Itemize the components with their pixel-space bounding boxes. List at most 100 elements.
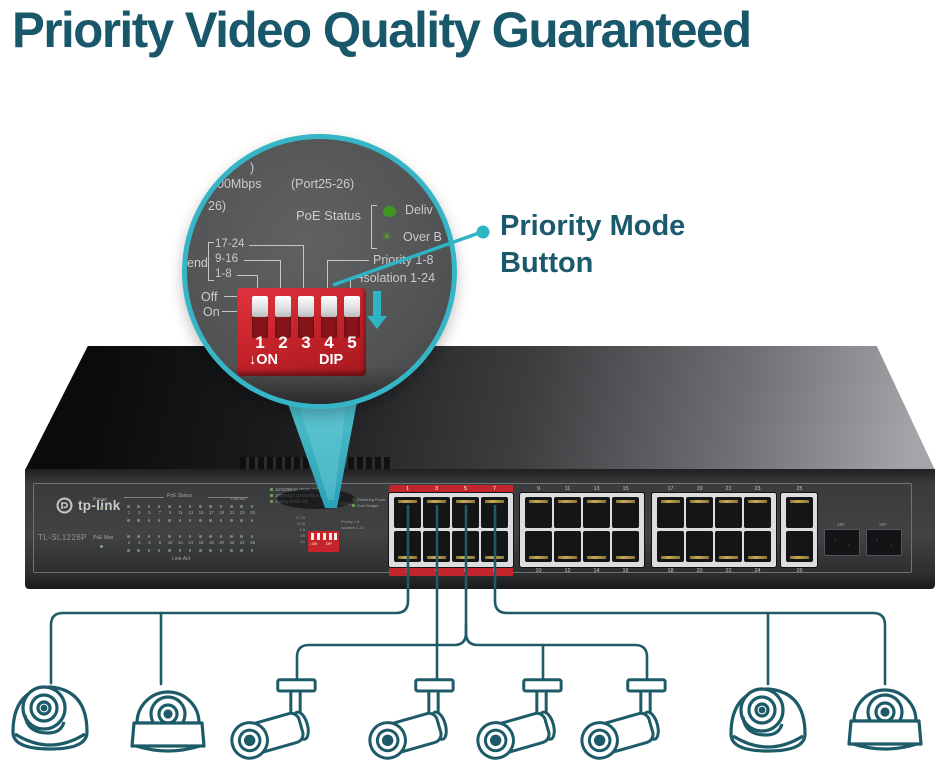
dip-lever-5: [344, 296, 360, 317]
mg-poe-status: PoE Status: [296, 208, 362, 223]
dip-label: DIP: [319, 352, 344, 368]
tplink-logo: tp-link: [56, 497, 121, 514]
rj45-port: [786, 531, 813, 562]
dip-slot-1: [252, 296, 268, 338]
mg-range-bracket: [208, 242, 214, 281]
rj45-port: [481, 531, 508, 562]
over-budget-led-icon: ☀: [381, 229, 393, 244]
rj45-port: [686, 531, 713, 562]
rj45-port: [394, 497, 421, 528]
dip-lever-3: [298, 296, 314, 317]
rj45-port: [525, 497, 552, 528]
model-label: TL-SL1226P: [38, 533, 87, 542]
sfp-label: 26F: [879, 522, 887, 527]
mg-partial: ): [250, 161, 255, 175]
rj45-port: [583, 531, 610, 562]
mg-partial-mbps: 00Mbps: [217, 177, 262, 191]
dip-slot-2: [275, 296, 291, 338]
rj45-port: [715, 497, 742, 528]
dip-slot-5: [344, 296, 360, 338]
mg-on: On: [203, 305, 220, 319]
port-number: 9: [536, 486, 541, 492]
rj45-port: [423, 497, 450, 528]
magnifier-shadow: [277, 489, 355, 509]
rj45-port: [583, 497, 610, 528]
dip-lever-2: [275, 296, 291, 317]
port-number: 4: [434, 568, 439, 574]
mg-off: Off: [201, 290, 218, 304]
rj45-port: [612, 497, 639, 528]
rj45-port: [715, 531, 742, 562]
sfp-slot-26F: [866, 529, 902, 556]
mg-led-bracket: [371, 205, 377, 249]
port-plate: [520, 493, 644, 567]
priority-banner: [389, 485, 513, 494]
rj45-port: [481, 497, 508, 528]
port-number: 18: [667, 568, 674, 574]
switch-top-face: [25, 346, 935, 470]
bullet-camera-icon: [476, 678, 563, 760]
port-number: 10: [535, 568, 542, 574]
port-number: 23: [754, 486, 761, 492]
port-number: 17: [667, 486, 674, 492]
magnifier-circle: ) 00Mbps (Port25-26) 26) PoE Status Deli…: [182, 134, 457, 409]
port-number: 8: [492, 568, 497, 574]
port-number: 5: [463, 486, 468, 492]
port-number: 26: [796, 568, 803, 574]
mini-dip-modes: Priority 1-8 Isolation 1-24: [341, 520, 364, 530]
port-number: 7: [492, 486, 497, 492]
rj45-port: [554, 497, 581, 528]
port-number: 3: [434, 486, 439, 492]
rj45-port: [786, 497, 813, 528]
rj45-port: [744, 531, 771, 562]
port-number: 20: [696, 568, 703, 574]
poe-max-led: [100, 545, 103, 548]
panel-poe-legend: Delivering Power Over Budget: [352, 497, 386, 509]
rj45-port: [452, 497, 479, 528]
dome-box-camera-icon: [130, 690, 206, 753]
mg-range-1-8: 1-8: [215, 268, 232, 280]
dip-on-label: ↓ON: [249, 352, 278, 368]
rj45-port: [744, 497, 771, 528]
power-label: Power: [93, 497, 108, 503]
rj45-port: [657, 531, 684, 562]
mg-isolation: Isolation 1-24: [360, 271, 436, 285]
mg-port2526: (Port25-26): [291, 177, 355, 191]
port-number: 16: [622, 568, 629, 574]
mg-range-17-24: 17-24: [215, 238, 245, 250]
port-number: 22: [725, 568, 732, 574]
rj45-port: [525, 531, 552, 562]
rj45-port: [657, 497, 684, 528]
switch-vent-grille: [240, 457, 392, 469]
dip-switch: 1 2 3 4 5 ↓ON DIP: [237, 288, 366, 376]
dip-lever-1: [252, 296, 268, 317]
dome-box-camera-icon: [847, 688, 923, 751]
sfp-slot-25F: [824, 529, 860, 556]
bullet-camera-icon: [230, 678, 317, 760]
port-number: 11: [564, 486, 571, 492]
rj45-port: [554, 531, 581, 562]
port-number: 14: [593, 568, 600, 574]
delivering-led-icon: [383, 206, 396, 217]
rj45-port: [452, 531, 479, 562]
mg-priority: Priority 1-8: [373, 253, 434, 267]
port-number: 2: [405, 568, 410, 574]
port-number: 6: [463, 568, 468, 574]
rj45-port: [686, 497, 713, 528]
rj45-port: [612, 531, 639, 562]
port-plate: [652, 493, 776, 567]
port-number: 13: [593, 486, 600, 492]
page-title: Priority Video Quality Guaranteed: [12, 2, 752, 58]
dome-camera-icon: [11, 685, 89, 751]
rj45-port: [423, 531, 450, 562]
pointer-dot: [476, 225, 490, 239]
rj45-port: [394, 531, 421, 562]
port-plate: [389, 493, 513, 567]
dip-slot-4: [321, 296, 337, 338]
port-number: 15: [622, 486, 629, 492]
port-number: 1: [405, 486, 410, 492]
port-number: 12: [564, 568, 571, 574]
bullet-camera-icon: [368, 678, 455, 760]
mg-delivering: Deliv: [405, 203, 433, 217]
